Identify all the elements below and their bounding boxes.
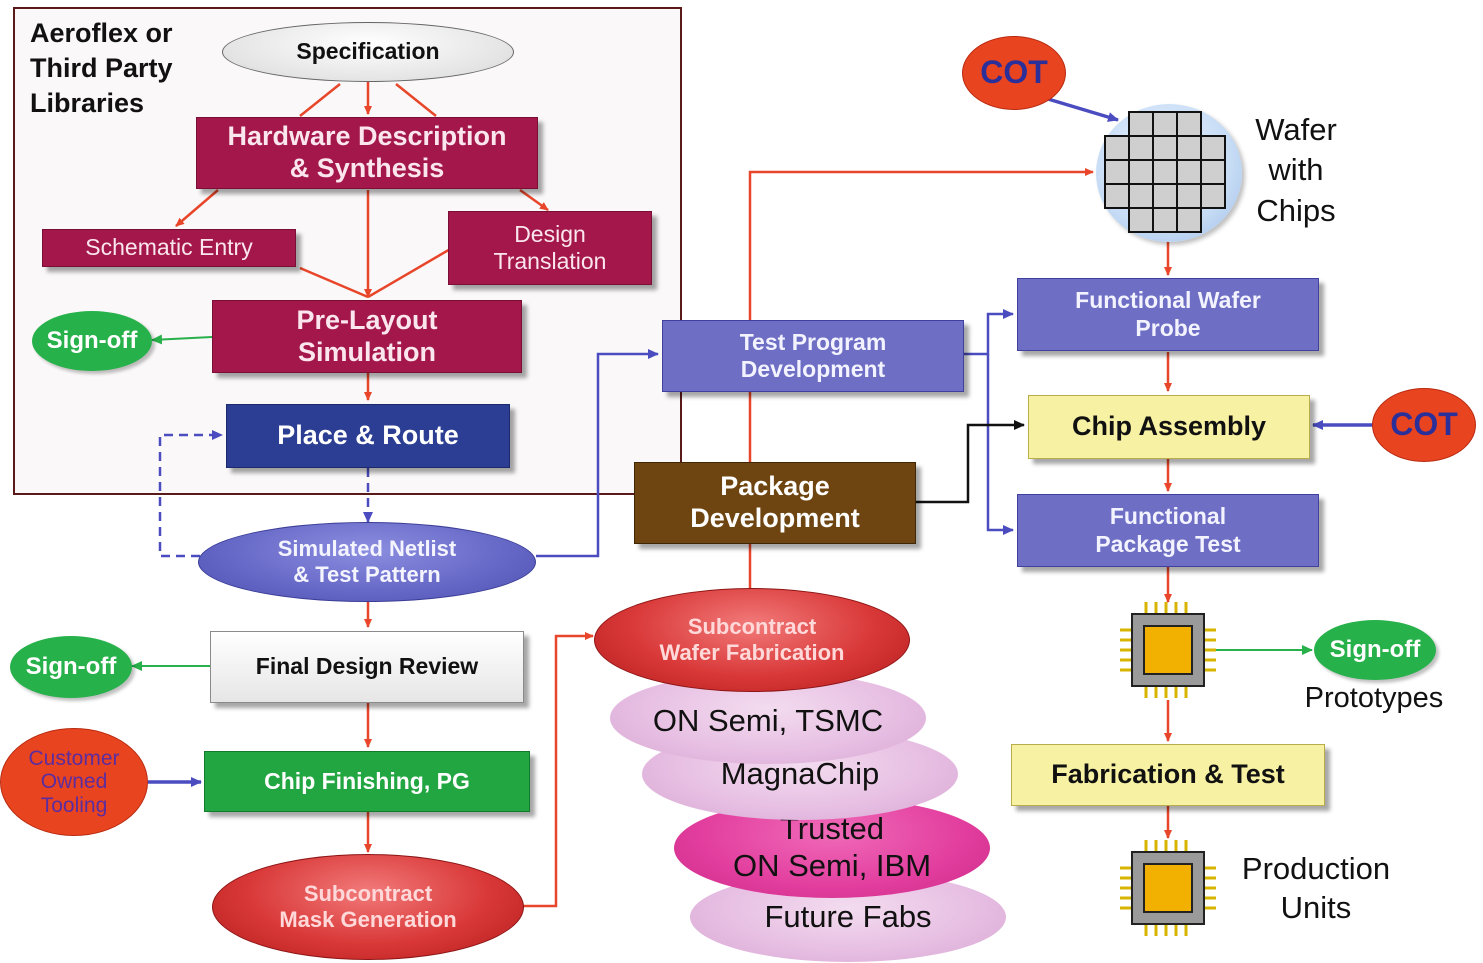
final-design-review-node: Final Design Review bbox=[210, 631, 524, 703]
customer-owned-tooling-node: Customer Owned Tooling bbox=[0, 728, 148, 836]
place-route-node: Place & Route bbox=[226, 404, 510, 468]
signoff-badge: Sign-off bbox=[10, 636, 132, 698]
signoff-badge: Sign-off bbox=[1314, 620, 1436, 680]
foundry-trusted-on-semi-ibm: Trusted ON Semi, IBM bbox=[674, 798, 990, 898]
hdl-synthesis-node: Hardware Description & Synthesis bbox=[196, 117, 538, 189]
chip-assembly-node: Chip Assembly bbox=[1028, 395, 1310, 459]
signoff-badge: Sign-off bbox=[32, 311, 152, 371]
functional-package-test-node: Functional Package Test bbox=[1017, 494, 1319, 567]
schematic-entry-node: Schematic Entry bbox=[42, 229, 296, 267]
specification-node: Specification bbox=[222, 22, 514, 82]
fabrication-test-node: Fabrication & Test bbox=[1011, 744, 1325, 806]
production-units-label: Production Units bbox=[1241, 851, 1391, 925]
wafer-grid-icon bbox=[1096, 104, 1242, 242]
subcontract-wafer-node: Subcontract Wafer Fabrication bbox=[594, 588, 910, 692]
libraries-label: Aeroflex or Third Party Libraries bbox=[30, 18, 173, 119]
functional-wafer-probe-node: Functional Wafer Probe bbox=[1017, 278, 1319, 351]
test-program-development-node: Test Program Development bbox=[662, 320, 964, 392]
chip-finishing-node: Chip Finishing, PG bbox=[204, 751, 530, 812]
prototypes-label: Prototypes bbox=[1304, 682, 1444, 714]
chip-icon bbox=[1118, 600, 1218, 700]
package-development-node: Package Development bbox=[634, 462, 916, 544]
wafer-label: Wafer with Chips bbox=[1255, 112, 1337, 228]
cot-badge: COT bbox=[962, 36, 1066, 110]
design-translation-node: Design Translation bbox=[448, 211, 652, 285]
subcontract-mask-node: Subcontract Mask Generation bbox=[212, 854, 524, 960]
pre-layout-simulation-node: Pre-Layout Simulation bbox=[212, 300, 522, 373]
simulated-netlist-node: Simulated Netlist & Test Pattern bbox=[198, 522, 536, 602]
chip-icon bbox=[1118, 838, 1218, 938]
cot-badge: COT bbox=[1372, 388, 1476, 462]
